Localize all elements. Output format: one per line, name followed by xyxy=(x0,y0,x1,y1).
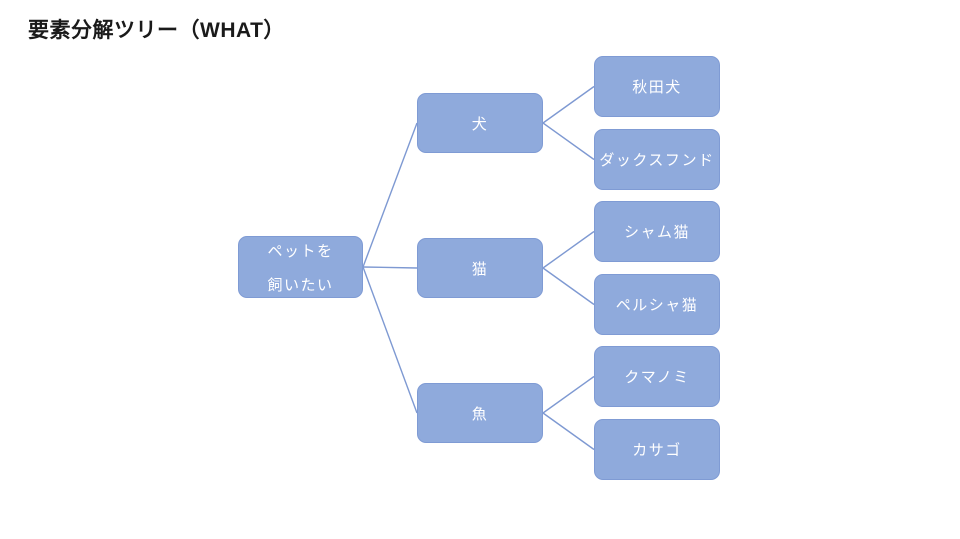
leaf-node-siamese-cat: シャム猫 xyxy=(594,201,720,262)
connector-fish-clownfish xyxy=(542,375,595,414)
branch-node-dog-label: 犬 xyxy=(471,115,489,133)
leaf-node-kasago: カサゴ xyxy=(594,419,720,480)
leaf-node-siamese-cat-label: シャム猫 xyxy=(623,224,690,241)
leaf-node-dachshund: ダックスフンド xyxy=(594,129,720,190)
connector-root-dog xyxy=(362,122,418,268)
connector-root-cat xyxy=(362,266,418,269)
branch-node-cat: 猫 xyxy=(417,238,543,298)
leaf-node-clownfish: クマノミ xyxy=(594,346,720,407)
connector-fish-kasago xyxy=(542,412,595,451)
root-node: ペットを 飼いたい xyxy=(238,236,363,298)
connector-dog-akita xyxy=(542,85,595,124)
connector-cat-siamese xyxy=(542,230,595,269)
branch-node-fish: 魚 xyxy=(417,383,543,443)
leaf-node-akita: 秋田犬 xyxy=(594,56,720,117)
leaf-node-akita-label: 秋田犬 xyxy=(632,79,682,96)
leaf-node-kasago-label: カサゴ xyxy=(632,442,682,459)
connector-root-fish xyxy=(362,266,418,414)
root-node-label-line1: ペットを xyxy=(267,242,334,260)
root-node-label-line2: 飼いたい xyxy=(267,276,334,294)
leaf-node-persian-cat-label: ペルシャ猫 xyxy=(615,297,699,314)
leaf-node-clownfish-label: クマノミ xyxy=(624,369,690,386)
leaf-node-dachshund-label: ダックスフンド xyxy=(599,152,715,169)
leaf-node-persian-cat: ペルシャ猫 xyxy=(594,274,720,335)
connector-dog-dachshund xyxy=(542,122,595,161)
connector-cat-persian xyxy=(542,267,595,306)
page-title: 要素分解ツリー（WHAT） xyxy=(28,19,285,42)
branch-node-dog: 犬 xyxy=(417,93,543,153)
branch-node-fish-label: 魚 xyxy=(471,405,489,423)
branch-node-cat-label: 猫 xyxy=(471,260,489,278)
